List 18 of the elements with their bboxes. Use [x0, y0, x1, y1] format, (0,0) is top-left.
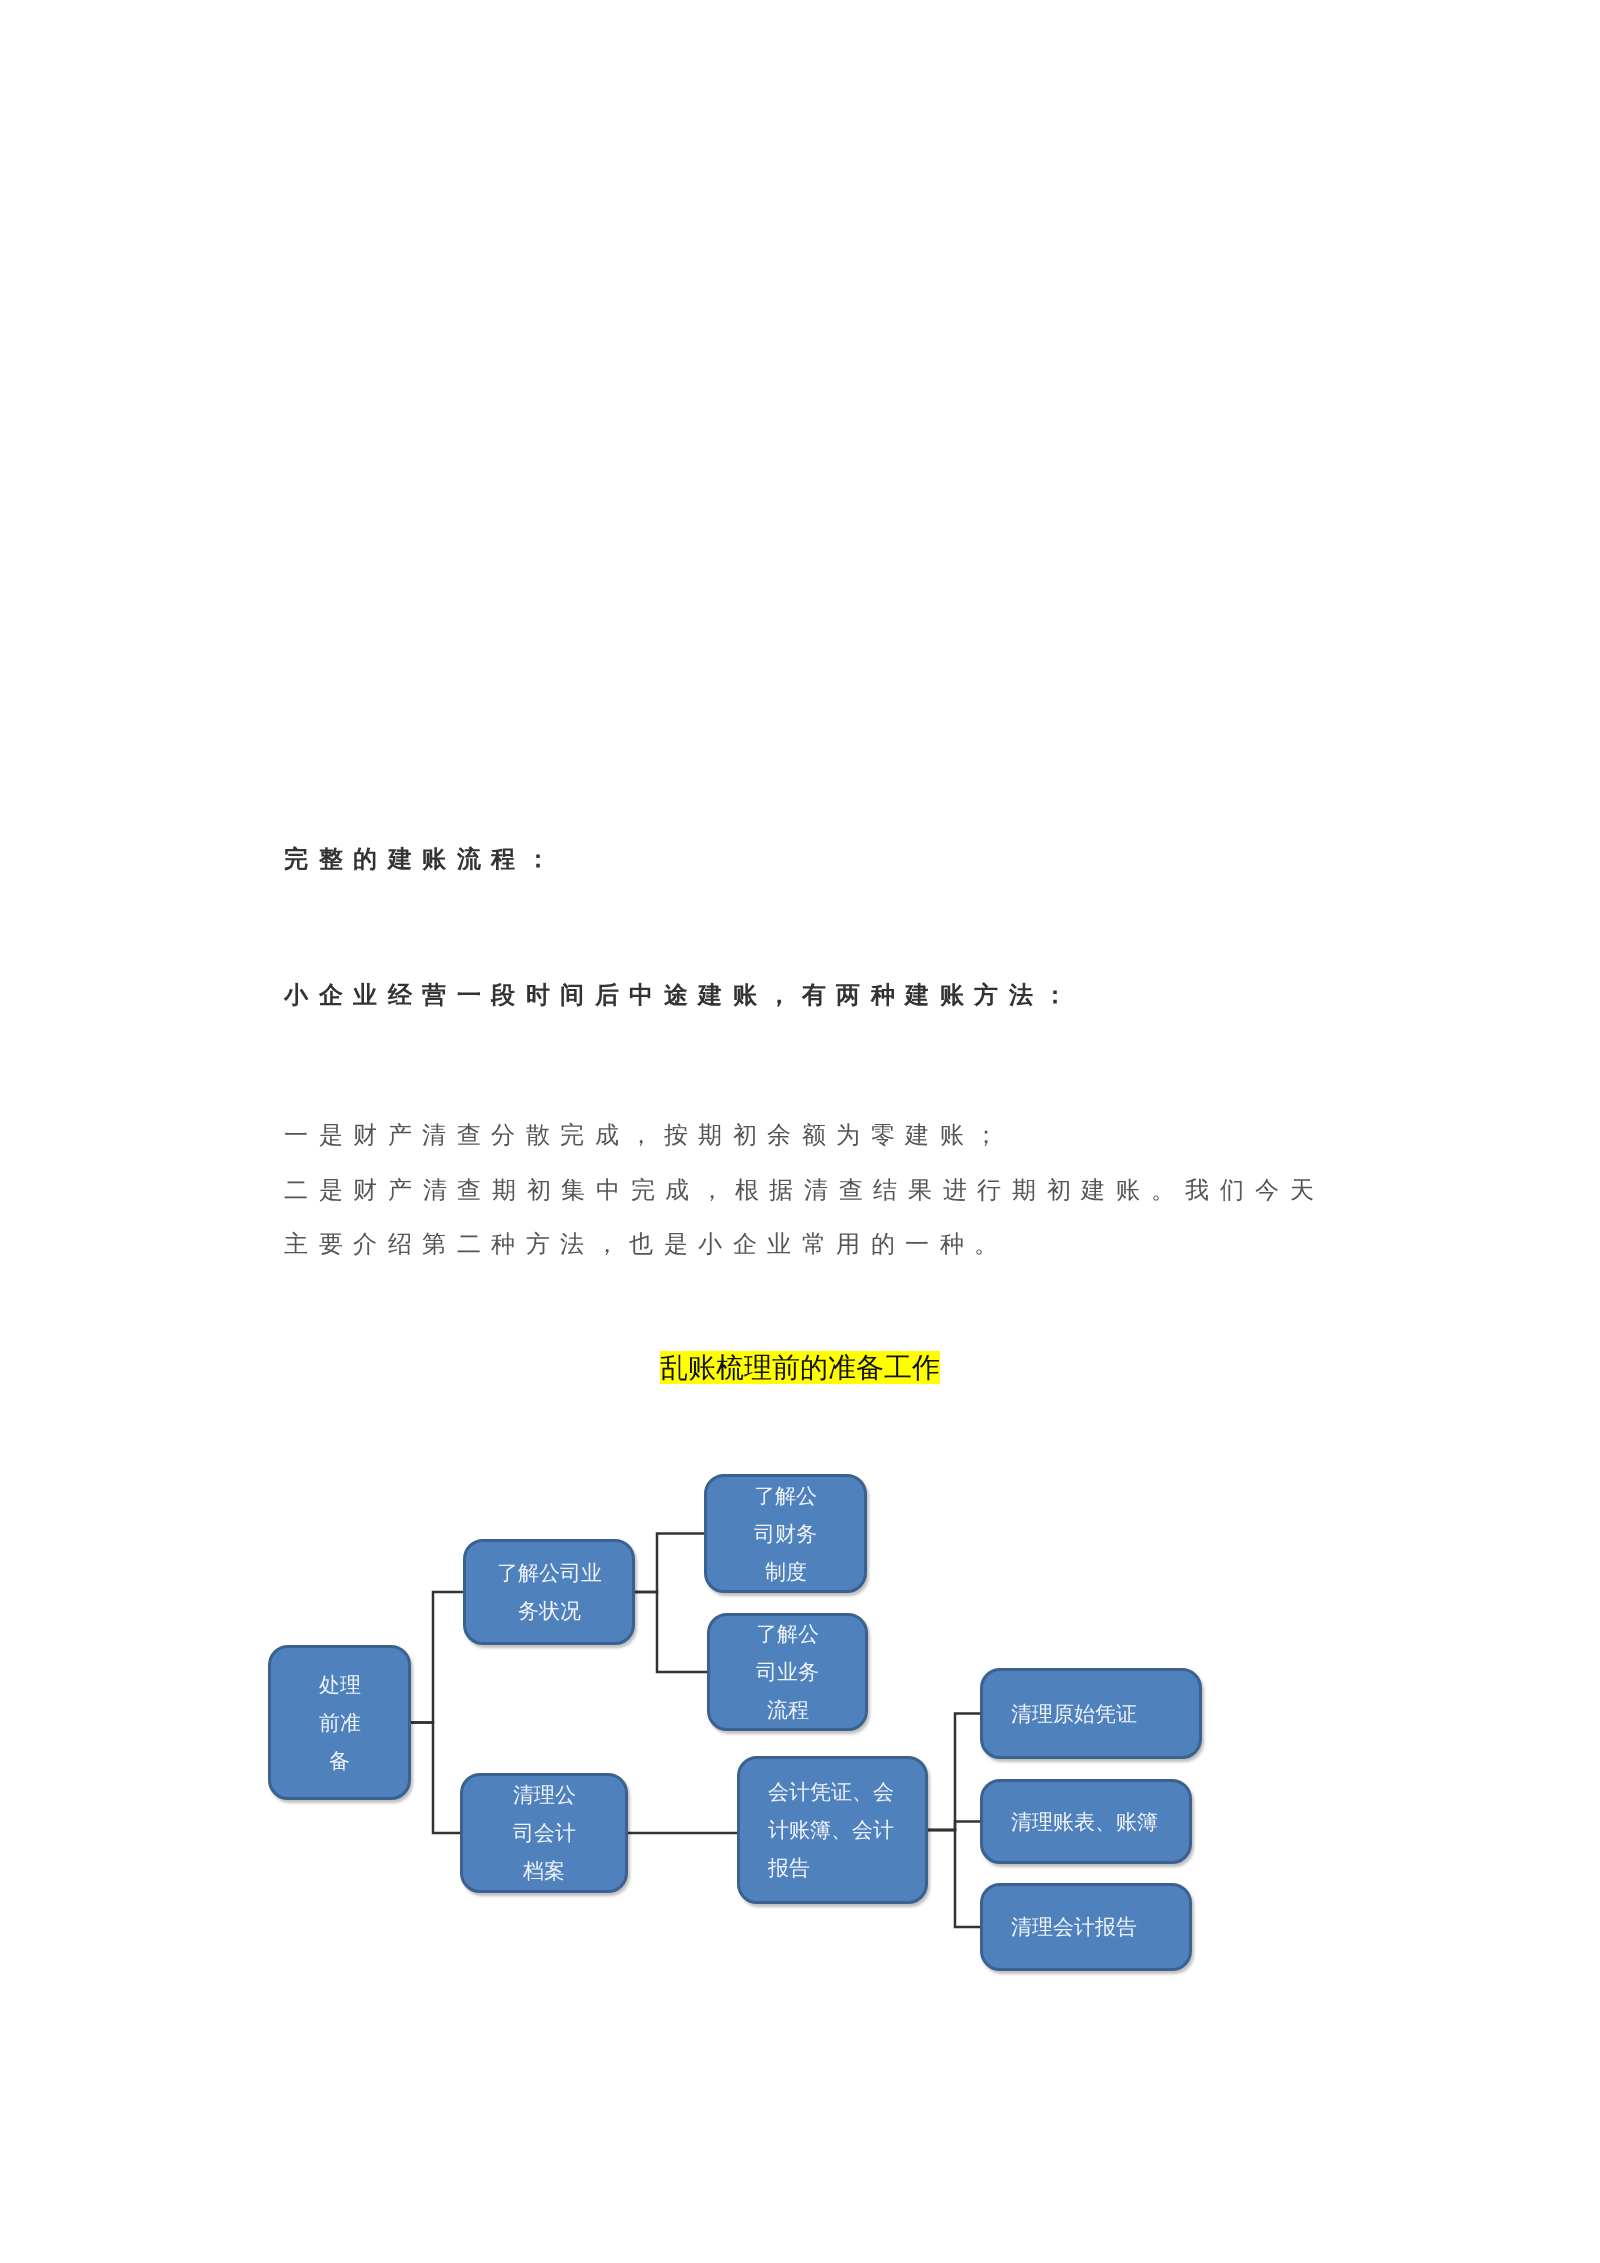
connector-line — [928, 1828, 980, 1929]
process-box: 了解公司业务流程 — [707, 1613, 868, 1731]
process-box: 清理会计报告 — [980, 1883, 1192, 1971]
title: 乱账梳理前的准备工作 — [660, 1351, 940, 1384]
connector-line — [411, 1721, 460, 1835]
connector-line — [628, 1831, 737, 1835]
process-box: 了解公司财务制度 — [704, 1474, 867, 1593]
paragraph: 二是财产清查期初集中完成，根据清查结果进行期初建账。我们今天主要介绍第二种方法，也是小企业常用的一种。 — [284, 1175, 1324, 1260]
connector-line — [635, 1590, 707, 1674]
process-box: 清理账表、账簿 — [980, 1779, 1192, 1864]
process-box: 清理公司会计档案 — [460, 1773, 628, 1893]
process-box: 处理前准备 — [268, 1645, 411, 1800]
heading: 完整的建账流程： — [284, 844, 561, 875]
process-box: 清理原始凭证 — [980, 1668, 1202, 1759]
process-box: 了解公司业务状况 — [463, 1539, 635, 1645]
process-box: 会计凭证、会计账簿、会计报告 — [737, 1756, 928, 1904]
heading: 小企业经营一段时间后中途建账，有两种建账方法： — [284, 980, 1079, 1011]
paragraph: 一是财产清查分散完成，按期初余额为零建账； — [284, 1120, 1010, 1151]
